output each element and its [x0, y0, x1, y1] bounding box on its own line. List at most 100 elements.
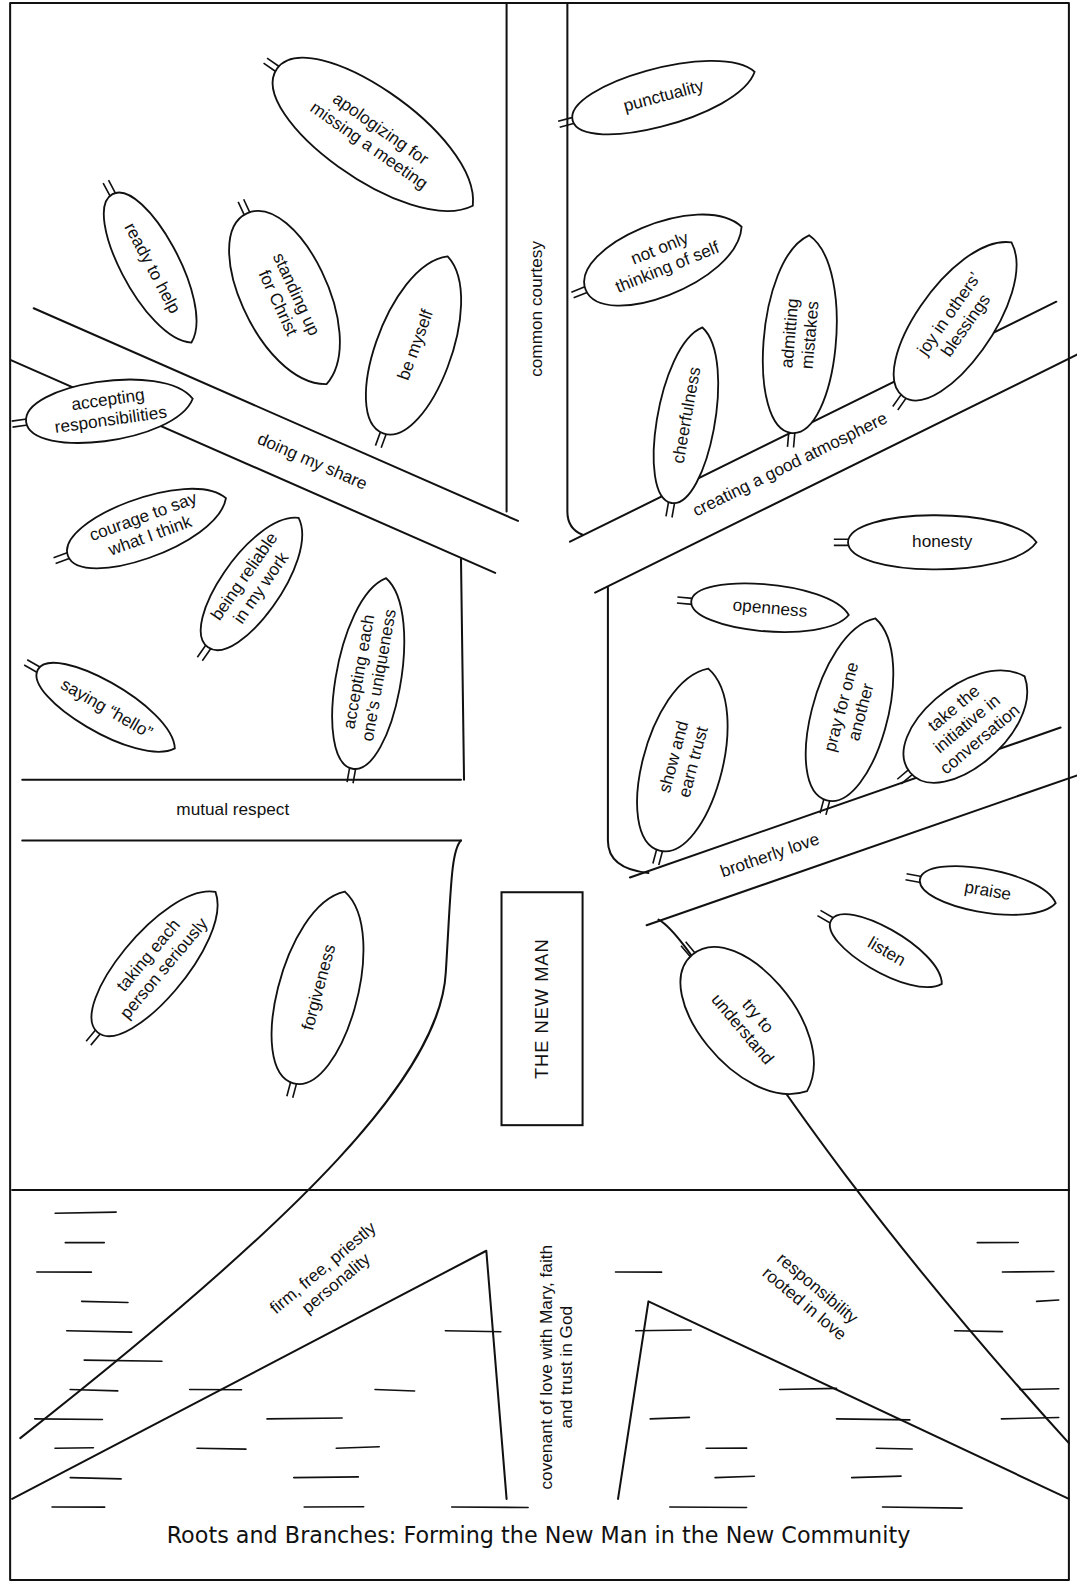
branch-label: doing my share: [254, 429, 370, 495]
leaf-shape: [621, 658, 747, 861]
soil-hatch: [190, 1389, 242, 1391]
soil-hatch: [616, 1271, 662, 1273]
branch-edge: [22, 840, 461, 842]
trunk-root-outline: [567, 4, 582, 535]
soil-hatch: [67, 1331, 132, 1332]
leaf-shape: [73, 871, 241, 1053]
soil-hatch: [1001, 1418, 1058, 1419]
leaf-shape: [251, 31, 499, 242]
leaf-shape: [689, 577, 851, 638]
soil-hatch: [876, 1447, 912, 1449]
leaf-shape: [321, 573, 419, 775]
soil-hatch: [670, 1506, 747, 1508]
soil-hatch: [70, 1390, 118, 1391]
leaf: pray for one another: [775, 602, 928, 815]
leaf: show and earn trust: [605, 652, 762, 867]
leaf-shape: [916, 858, 1059, 925]
leaf-shape: [184, 501, 324, 665]
root-label: covenant of love with Mary, faith and tr…: [537, 1241, 578, 1494]
soil-hatch: [304, 1506, 364, 1508]
leaf: praise: [913, 849, 1063, 933]
soil-hatch: [715, 1476, 754, 1477]
leaf-shape: [756, 232, 845, 436]
leaf: taking each person seriously: [62, 861, 252, 1063]
trunk-root-outline: [659, 920, 1069, 1444]
leaf-stem: [677, 597, 693, 604]
leaf-stem: [787, 432, 794, 448]
root-label: responsibility rooted in love: [743, 1235, 878, 1357]
soil-hatch: [82, 1301, 128, 1302]
soil-hatch: [37, 1271, 92, 1273]
soil-hatch: [375, 1390, 415, 1391]
soil-hatch: [336, 1447, 379, 1449]
soil-hatch: [197, 1447, 246, 1450]
leaf-shape: [25, 648, 187, 771]
branch-edge: [22, 779, 461, 781]
leaf-shape: [790, 608, 912, 810]
soil-hatch: [65, 1242, 104, 1244]
soil-hatch: [55, 1212, 116, 1213]
branch-label: brotherly love: [718, 829, 822, 882]
leaf: accepting each one’s uniqueness: [308, 568, 432, 778]
page-frame: [10, 3, 1069, 1580]
leaf-text: accepting responsibilities: [39, 381, 180, 440]
leaf: openness: [686, 568, 853, 648]
soil-hatch: [852, 1476, 901, 1477]
leaf-shape: [87, 181, 217, 357]
leaf: ready to help: [76, 173, 228, 363]
title-box: THE NEW MAN: [501, 891, 584, 1126]
trunk-root-outline: [461, 559, 464, 780]
trunk-root-outline: [12, 1251, 506, 1499]
leaf: cheerfulness: [631, 318, 742, 512]
leaf-shape: [565, 44, 762, 149]
leaf-shape: [872, 220, 1042, 418]
leaf: standing up for Christ: [191, 186, 383, 412]
leaf: admitting mistakes: [741, 229, 860, 440]
soil-hatch: [1037, 1300, 1059, 1301]
leaf-shape: [656, 924, 843, 1121]
title-text: THE NEW MAN: [531, 938, 553, 1079]
soil-hatch: [837, 1419, 910, 1420]
leaf: accepting responsibilities: [18, 357, 200, 464]
leaf: forgiveness: [239, 875, 399, 1099]
soil-hatch: [294, 1476, 359, 1478]
leaf: courage to say what I think: [52, 458, 243, 596]
branch-label: creating a good atmosphere: [689, 408, 890, 521]
leaf-shape: [208, 195, 366, 402]
soil-hatch: [1020, 1388, 1059, 1390]
leaf-shape: [58, 470, 236, 584]
soil-hatch: [35, 1418, 103, 1420]
leaf: honesty: [846, 504, 1039, 580]
leaf-shape: [820, 901, 952, 1002]
soil-hatch: [706, 1447, 746, 1449]
leaf: take the initiative in conversation: [873, 632, 1063, 816]
soil-hatch: [452, 1506, 528, 1508]
soil-hatch: [55, 1447, 93, 1449]
leaf: joy in others’ blessings: [859, 210, 1057, 429]
leaf: punctuality: [560, 32, 767, 160]
branch-label: mutual respect: [176, 800, 289, 820]
leaf-shape: [572, 193, 755, 323]
ground-line: [12, 1189, 1069, 1191]
leaf: be myself: [332, 236, 498, 453]
leaf-shape: [255, 881, 383, 1093]
leaf: try to understand: [641, 911, 859, 1135]
soil-hatch: [52, 1506, 105, 1508]
soil-hatch: [636, 1329, 691, 1331]
soil-hatch: [445, 1331, 500, 1332]
branch-label: common courtesy: [527, 241, 547, 377]
leaf: saying “hello”: [18, 638, 194, 780]
soil-hatch: [70, 1478, 121, 1479]
soil-hatch: [883, 1507, 963, 1508]
leaf-shape: [643, 322, 731, 508]
soil-hatch: [84, 1360, 162, 1361]
soil-hatch: [977, 1242, 1018, 1244]
caption: Roots and Branches: Forming the New Man …: [0, 1522, 1077, 1550]
leaf: not only thinking of self: [565, 179, 763, 337]
leaf-shape: [22, 369, 197, 451]
leaf-text: admitting mistakes: [776, 287, 824, 381]
leaf: listen: [814, 893, 958, 1011]
leaf-shape: [348, 243, 484, 446]
